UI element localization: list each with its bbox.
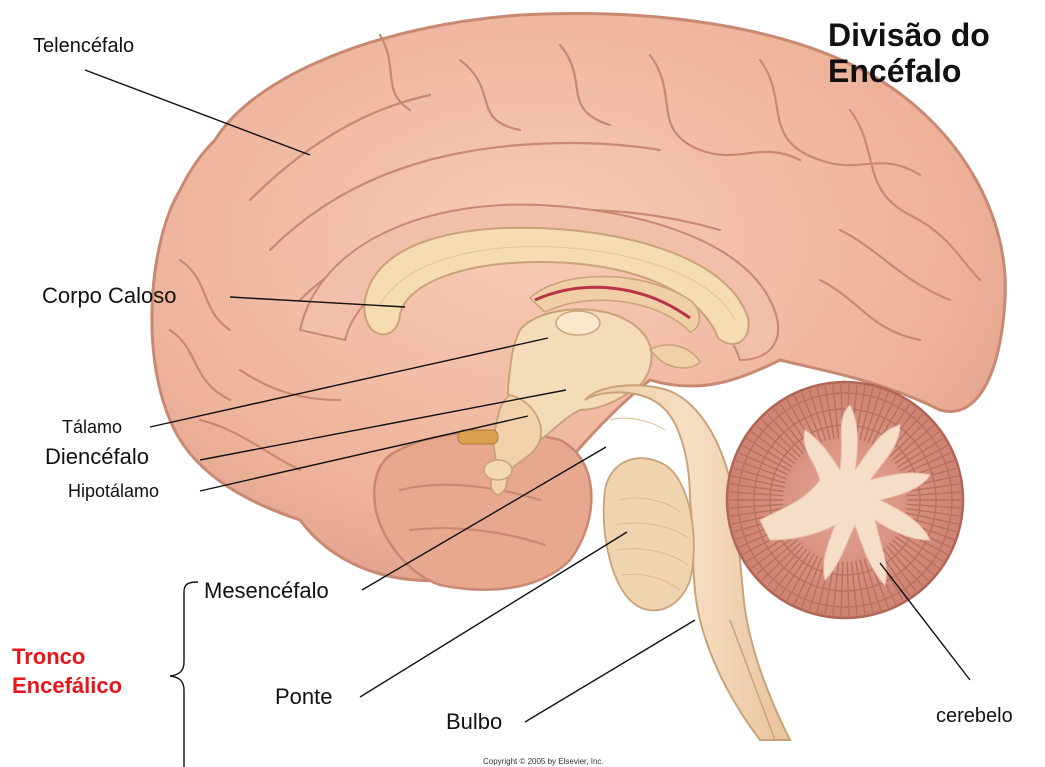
diagram-title: Divisão do Encéfalo xyxy=(828,18,990,90)
tronco-brace xyxy=(170,582,198,767)
telencefalo-leader xyxy=(85,70,310,155)
copyright-notice: Copyright © 2005 by Elsevier, Inc. xyxy=(483,757,604,766)
label-bulbo: Bulbo xyxy=(446,711,502,733)
label-diencefalo: Diencéfalo xyxy=(45,446,149,468)
title-line-1: Divisão do xyxy=(828,18,990,54)
cerebelo-leader xyxy=(880,563,970,680)
bulbo-leader xyxy=(525,620,695,722)
label-tronco-encefalico: Tronco Encefálico xyxy=(12,643,122,700)
label-cerebelo: cerebelo xyxy=(936,706,1013,726)
tronco-line-2: Encefálico xyxy=(12,672,122,701)
label-ponte: Ponte xyxy=(275,686,333,708)
ponte-leader xyxy=(360,532,627,697)
title-line-2: Encéfalo xyxy=(828,54,990,90)
label-talamo: Tálamo xyxy=(62,418,122,436)
talamo-leader xyxy=(150,338,548,427)
label-mesencefalo: Mesencéfalo xyxy=(204,580,329,602)
corpo-caloso-leader xyxy=(230,297,405,307)
tronco-line-1: Tronco xyxy=(12,643,122,672)
label-telencefalo: Telencéfalo xyxy=(33,36,134,56)
label-corpo-caloso: Corpo Caloso xyxy=(42,285,177,307)
hipotalamo-leader xyxy=(200,416,528,491)
mesencefalo-leader xyxy=(362,447,606,590)
label-hipotalamo: Hipotálamo xyxy=(68,482,159,500)
